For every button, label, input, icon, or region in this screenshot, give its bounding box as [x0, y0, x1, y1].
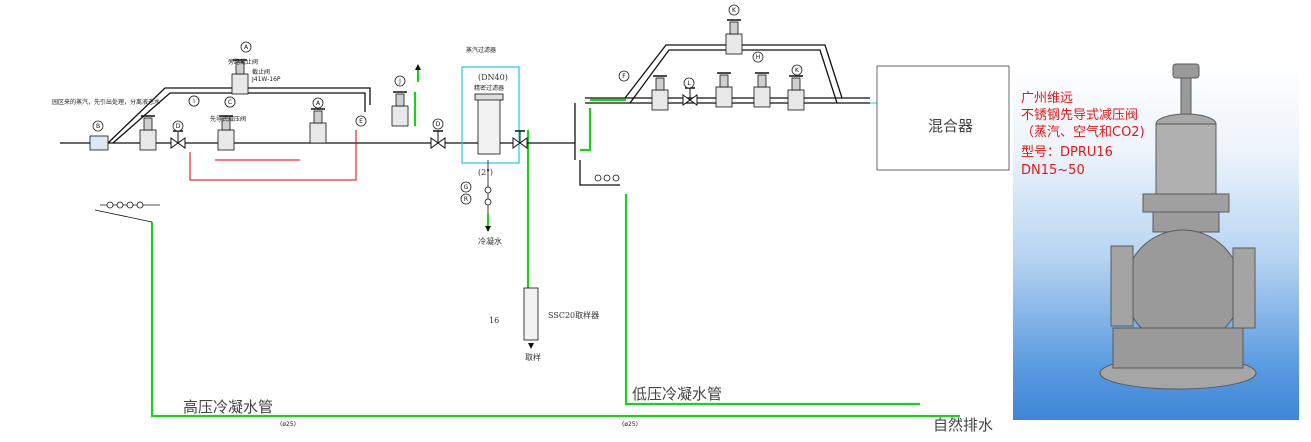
filter-name: 精密过滤器 — [474, 84, 504, 92]
svg-text:A: A — [316, 100, 321, 107]
tag-c: C — [224, 96, 236, 108]
tag-b: B — [92, 120, 104, 132]
pipe-hp-size: (ø25) — [280, 421, 296, 428]
source-note: 园区来的蒸汽，先引出处理，分离液态水 — [52, 98, 160, 106]
tag-r: R — [460, 193, 472, 205]
condensate-arrow — [485, 226, 491, 232]
strainer-left — [89, 135, 109, 151]
filter-cap — [474, 93, 504, 101]
svg-text:L: L — [687, 80, 691, 87]
photo-text-product: 不锈钢先导式减压阀 — [1021, 108, 1139, 123]
product-photo-panel: 广州维远 不锈钢先导式减压阀 （蒸汽、空气和CO2) 型号：DPRU16 DN1… — [1013, 58, 1299, 420]
mixer-label: 混合器 — [928, 117, 973, 135]
svg-text:E: E — [359, 118, 363, 125]
drain-valves-filter — [484, 160, 492, 214]
tag-i: I — [188, 95, 200, 107]
filter-body — [477, 97, 501, 155]
svg-text:R: R — [464, 196, 468, 203]
filter-bottom: (2") — [478, 168, 493, 177]
pipe-lp-label: 低压冷凝水管 — [632, 385, 722, 403]
svg-text:J: J — [398, 78, 401, 85]
mixer-box — [876, 65, 1010, 171]
filter-small-top: 蒸汽过滤器 — [466, 46, 496, 54]
sampler-num: 16 — [489, 316, 499, 325]
tag-e-right: E — [355, 115, 367, 127]
tag-d-left: D — [172, 120, 184, 132]
tag-d-filter: D — [432, 118, 444, 130]
sampler-body — [523, 287, 539, 341]
tag-h: H — [752, 51, 764, 63]
stop-valve-top: 截止阀 — [252, 68, 270, 76]
sampler-label: SSC20取样器 — [548, 310, 599, 320]
svg-text:H: H — [756, 54, 761, 61]
bypass-valve-label: 旁路截止阀 — [228, 58, 258, 66]
svg-text:A: A — [244, 44, 249, 51]
photo-text-media: （蒸汽、空气和CO2) — [1021, 125, 1145, 140]
svg-text:G: G — [464, 184, 469, 191]
tag-a-top: A — [240, 41, 252, 53]
valves-main — [139, 19, 805, 151]
svg-text:I: I — [193, 98, 195, 105]
trap-left-cluster — [94, 201, 160, 223]
instrument-tags: A A A B C D D E E F G H I J K K L R — [92, 4, 803, 205]
steam-pipes — [60, 44, 1008, 186]
svg-text:F: F — [622, 73, 626, 80]
photo-text-size: DN15~50 — [1021, 163, 1085, 178]
first-valve-label: 先导式减压阀 — [210, 115, 246, 123]
pipe-hp-label: 高压冷凝水管 — [183, 398, 273, 416]
photo-text-company: 广州维远 — [1021, 91, 1074, 106]
tag-g: G — [460, 181, 472, 193]
sample-label: 取样 — [525, 352, 541, 362]
svg-text:B: B — [96, 123, 100, 130]
svg-text:D: D — [436, 121, 441, 128]
red-lines — [189, 130, 357, 181]
svg-text:K: K — [732, 7, 737, 14]
svg-text:C: C — [228, 99, 232, 106]
pipe-lp-size: (ø25) — [622, 421, 638, 428]
svg-text:D: D — [176, 123, 181, 130]
sample-arrow — [528, 343, 534, 349]
trap-right-cluster — [594, 174, 620, 182]
natural-drain-label: 自然排水 — [933, 416, 993, 434]
tag-k-right: K — [791, 64, 803, 76]
vent-arrow — [415, 64, 421, 70]
photo-text-model: 型号：DPRU16 — [1021, 145, 1113, 160]
filter-size: (DN40) — [478, 73, 508, 82]
condensate-label: 冷凝水 — [478, 236, 502, 246]
condensate-lines — [150, 70, 960, 418]
filter-box — [461, 66, 520, 164]
valve-photo — [1099, 63, 1257, 390]
tag-l: L — [683, 77, 695, 89]
svg-text:K: K — [795, 67, 800, 74]
tag-j: J — [394, 75, 406, 87]
tag-a-right: A — [312, 97, 324, 109]
stop-valve-top-spec: J41W-16P — [251, 76, 281, 83]
tag-k-top: K — [728, 4, 740, 16]
tag-f: F — [618, 70, 630, 82]
